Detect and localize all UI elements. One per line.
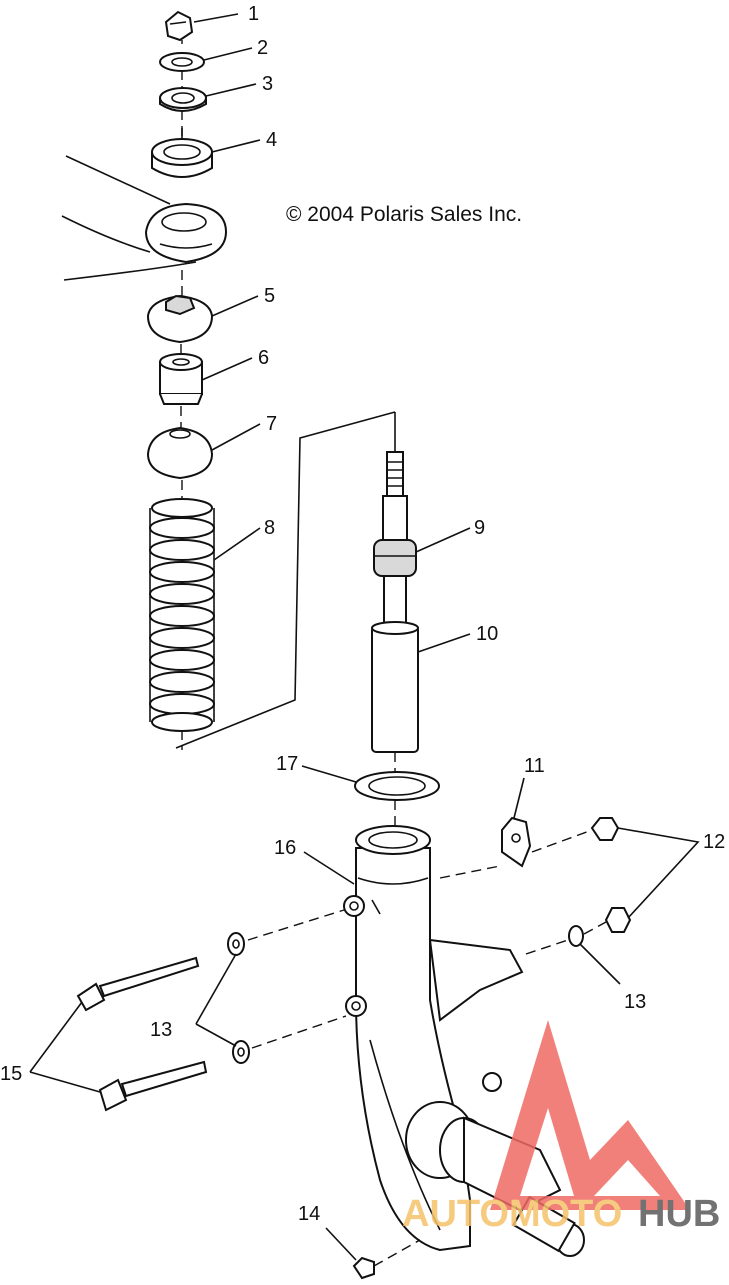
callout-11: 11	[524, 755, 545, 777]
part-15-bolt-upper	[76, 956, 200, 1012]
callout-3: 3	[262, 73, 273, 95]
callout-numbers: 1 2 3 4 5 6 7 8 9 10 11 12 13 13 14 15 1…	[0, 3, 725, 1225]
part-8-coil-spring	[149, 498, 215, 732]
part-2-washer	[159, 52, 205, 72]
callout-13-right: 13	[624, 991, 646, 1013]
callout-1: 1	[248, 3, 259, 25]
part-15-bolt-lower	[98, 1060, 208, 1112]
callout-15: 15	[0, 1063, 22, 1085]
frame-mount-plate	[61, 155, 228, 281]
part-10-shock-body	[371, 451, 419, 753]
alignment-lines	[180, 40, 607, 1267]
part-17-seal	[354, 771, 440, 801]
part-6-spacer	[159, 353, 203, 405]
part-3-washer	[159, 87, 207, 112]
shock-group-bracket	[175, 411, 396, 749]
callout-9: 9	[474, 517, 485, 539]
part-12-nut-lower	[604, 907, 632, 933]
callout-17: 17	[276, 753, 298, 775]
callout-12: 12	[703, 831, 725, 853]
part-9-bump-stop	[373, 539, 417, 577]
callout-4: 4	[266, 129, 277, 151]
callout-8: 8	[264, 517, 275, 539]
part-7-lower-dome	[146, 426, 214, 480]
callout-2: 2	[257, 37, 268, 59]
callout-7: 7	[266, 413, 277, 435]
callout-5: 5	[264, 285, 275, 307]
watermark: AUTOMOTO HUB	[402, 1020, 720, 1235]
copyright-text: © 2004 Polaris Sales Inc.	[286, 203, 522, 226]
part-12-nut-upper	[590, 817, 620, 841]
callout-10: 10	[476, 623, 498, 645]
part-5-upper-dome	[146, 294, 214, 344]
callout-14: 14	[298, 1203, 320, 1225]
callout-6: 6	[258, 347, 269, 369]
callout-13-left: 13	[150, 1019, 172, 1041]
watermark-brand-part2: HUB	[638, 1193, 720, 1235]
callout-16: 16	[274, 837, 296, 859]
watermark-logo	[490, 1020, 690, 1210]
watermark-brand-part1: AUTOMOTO	[402, 1193, 622, 1235]
part-4-bushing-cup	[151, 128, 213, 178]
part-13-washer-lower-left	[232, 1040, 250, 1064]
part-13-washer-right	[568, 925, 584, 947]
part-1-top-nut	[164, 10, 194, 42]
leader-lines	[29, 13, 700, 1261]
part-14-small-bolt	[352, 1256, 375, 1280]
part-11-bracket	[501, 816, 532, 868]
part-13-washer-upper-left	[227, 932, 245, 956]
